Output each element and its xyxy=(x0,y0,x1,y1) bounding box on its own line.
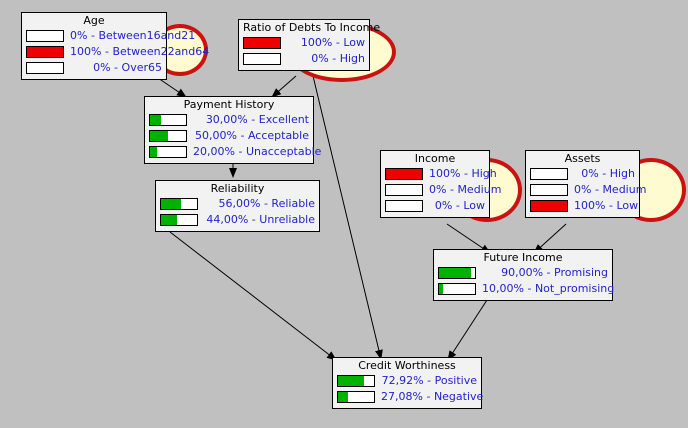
state-label: 100% - Between22and64 xyxy=(70,45,210,58)
state-row[interactable]: 100% - Between22and64 xyxy=(26,44,209,60)
state-label: 0% - High xyxy=(311,52,365,65)
edge-assets-to-future xyxy=(533,223,567,254)
node-assets-title: Assets xyxy=(564,152,601,165)
state-bar xyxy=(26,62,64,74)
state-row[interactable]: 100% - High xyxy=(385,166,497,182)
state-bar xyxy=(149,114,187,126)
node-assets[interactable]: Assets 0% - High 0% - Medium 100% - Low xyxy=(525,150,646,218)
node-payment-title: Payment History xyxy=(183,98,275,111)
state-row[interactable]: 27,08% - Negative xyxy=(337,389,483,405)
state-bar xyxy=(149,130,187,142)
state-bar xyxy=(243,37,281,49)
edge-ratio-to-payment xyxy=(271,75,297,98)
edge-age-to-payment xyxy=(157,77,187,98)
state-label: 0% - High xyxy=(581,167,635,180)
state-bar xyxy=(385,200,423,212)
state-bar xyxy=(160,214,198,226)
node-age-title: Age xyxy=(83,14,105,27)
state-row[interactable]: 56,00% - Reliable xyxy=(160,196,315,212)
state-label: 44,00% - Unreliable xyxy=(206,213,315,226)
state-bar xyxy=(385,168,423,180)
state-bar xyxy=(160,198,198,210)
state-label: 0% - Medium xyxy=(574,183,647,196)
node-income-title: Income xyxy=(414,152,456,165)
state-row[interactable]: 50,00% - Acceptable xyxy=(149,128,309,144)
state-label: 90,00% - Promising xyxy=(501,266,608,279)
state-label: 10,00% - Not_promising xyxy=(482,282,615,295)
edge-future-to-credit xyxy=(447,299,488,361)
node-credit-title: Credit Worthiness xyxy=(358,359,456,372)
state-label: 72,92% - Positive xyxy=(381,374,477,387)
state-label: 0% - Medium xyxy=(429,183,502,196)
state-bar xyxy=(337,391,375,403)
state-bar xyxy=(438,283,476,295)
state-row[interactable]: 20,00% - Unacceptable xyxy=(149,144,321,160)
state-label: 50,00% - Acceptable xyxy=(195,129,309,142)
state-bar xyxy=(385,184,423,196)
node-age[interactable]: Age 0% - Between16and21 100% - Between22… xyxy=(21,12,209,80)
node-assets-states: 0% - High 0% - Medium 100% - Low xyxy=(526,166,646,217)
state-bar xyxy=(149,146,187,158)
edge-ratio-to-credit xyxy=(312,75,383,360)
node-payment-history[interactable]: Payment History 30,00% - Excellent 50,00… xyxy=(144,96,321,164)
node-future-income-states: 90,00% - Promising 10,00% - Not_promisin… xyxy=(434,265,614,300)
node-ratio-of-debts-to-income[interactable]: Ratio of Debts To Income 100% - Low 0% -… xyxy=(238,19,381,71)
state-row[interactable]: 44,00% - Unreliable xyxy=(160,212,315,228)
node-future-income[interactable]: Future Income 90,00% - Promising 10,00% … xyxy=(433,249,614,301)
state-label: 0% - Between16and21 xyxy=(70,29,196,42)
node-credit-worthiness[interactable]: Credit Worthiness 72,92% - Positive 27,0… xyxy=(332,357,483,409)
state-label: 30,00% - Excellent xyxy=(205,113,309,126)
state-row[interactable]: 0% - Over65 xyxy=(26,60,162,76)
state-row[interactable]: 100% - Low xyxy=(243,35,365,51)
edge-reliability-to-credit xyxy=(169,231,337,361)
state-label: 56,00% - Reliable xyxy=(218,197,315,210)
node-ratio-title: Ratio of Debts To Income xyxy=(243,21,381,34)
node-income-states: 100% - High 0% - Medium 0% - Low xyxy=(381,166,501,217)
state-bar xyxy=(438,267,476,279)
state-row[interactable]: 0% - Medium xyxy=(530,182,646,198)
state-bar xyxy=(26,30,64,42)
state-bar xyxy=(337,375,375,387)
state-label: 100% - High xyxy=(429,167,497,180)
state-bar xyxy=(530,184,568,196)
state-bar xyxy=(243,53,281,65)
state-label: 27,08% - Negative xyxy=(381,390,484,403)
node-reliability[interactable]: Reliability 56,00% - Reliable 44,00% - U… xyxy=(155,180,320,232)
edge-income-to-future xyxy=(446,223,491,254)
state-bar xyxy=(26,46,64,58)
node-ratio-states: 100% - Low 0% - High xyxy=(239,35,369,70)
state-label: 0% - Low xyxy=(434,199,485,212)
state-row[interactable]: 0% - High xyxy=(243,51,365,67)
state-row[interactable]: 0% - Medium xyxy=(385,182,501,198)
state-label: 100% - Low xyxy=(300,36,365,49)
state-row[interactable]: 0% - Between16and21 xyxy=(26,28,195,44)
node-reliability-states: 56,00% - Reliable 44,00% - Unreliable xyxy=(156,196,319,231)
state-label: 100% - Low xyxy=(574,199,639,212)
state-bar xyxy=(530,168,568,180)
node-reliability-title: Reliability xyxy=(210,182,265,195)
state-row[interactable]: 100% - Low xyxy=(530,198,639,214)
state-row[interactable]: 90,00% - Promising xyxy=(438,265,608,281)
node-future-income-title: Future Income xyxy=(483,251,563,264)
state-label: 20,00% - Unacceptable xyxy=(193,145,322,158)
state-row[interactable]: 0% - High xyxy=(530,166,635,182)
state-bar xyxy=(530,200,568,212)
state-row[interactable]: 0% - Low xyxy=(385,198,485,214)
state-row[interactable]: 30,00% - Excellent xyxy=(149,112,309,128)
state-row[interactable]: 10,00% - Not_promising xyxy=(438,281,614,297)
state-row[interactable]: 72,92% - Positive xyxy=(337,373,477,389)
state-label: 0% - Over65 xyxy=(93,61,162,74)
node-payment-states: 30,00% - Excellent 50,00% - Acceptable 2… xyxy=(145,112,321,163)
node-credit-states: 72,92% - Positive 27,08% - Negative xyxy=(333,373,483,408)
node-age-states: 0% - Between16and21 100% - Between22and6… xyxy=(22,28,209,79)
node-income[interactable]: Income 100% - High 0% - Medium 0% - Low xyxy=(380,150,501,218)
